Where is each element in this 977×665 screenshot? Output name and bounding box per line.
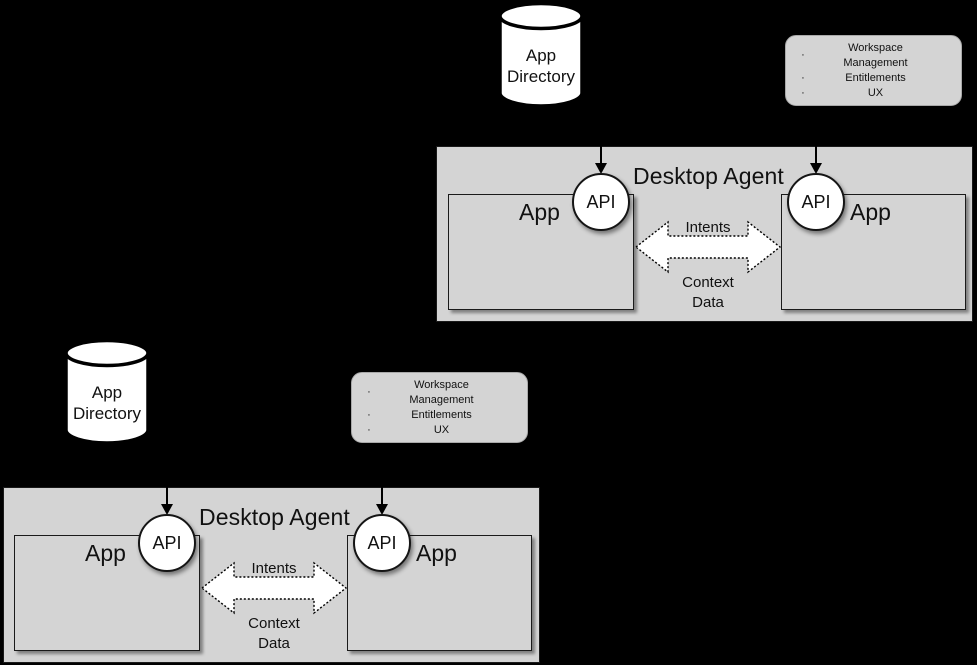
fdc3-diagram-top-right: App Directory · Workspace Management · E…	[0, 0, 977, 330]
bullet-icon: ·	[367, 386, 371, 398]
app-label-right: App	[416, 540, 457, 566]
api-circle-left[interactable]: API	[572, 173, 630, 231]
capability-label: UX	[867, 86, 884, 99]
capability-label: UX	[433, 423, 450, 436]
arrow-capabilities-to-api-right	[376, 453, 388, 515]
intents-context-arrow	[634, 216, 782, 278]
bullet-icon: ·	[801, 86, 805, 99]
flow-label-intents: Intents	[685, 219, 731, 236]
app-label-left: App	[519, 199, 560, 225]
arrow-directory-to-api-left	[595, 112, 607, 174]
app-label-left: App	[85, 540, 126, 566]
flow-label-context-data: Context Data	[682, 274, 734, 311]
app-directory-cylinder: App Directory	[498, 2, 584, 107]
bullet-icon: ·	[801, 49, 805, 61]
intents-context-arrow	[200, 557, 348, 619]
arrow-capabilities-to-api-right	[810, 112, 822, 174]
bullet-icon: ·	[801, 71, 805, 84]
capability-label: Workspace Management	[409, 378, 474, 406]
capability-label: Entitlements	[411, 408, 472, 421]
capabilities-box: · Workspace Management · Entitlements · …	[785, 35, 962, 106]
app-directory-label: App Directory	[72, 383, 141, 423]
flow-label-context-data: Context Data	[248, 615, 300, 652]
list-item: · Entitlements	[786, 71, 961, 86]
list-item: · Workspace Management	[786, 41, 961, 71]
cylinder-shape	[498, 2, 584, 107]
capabilities-box: · Workspace Management · Entitlements · …	[351, 372, 528, 443]
fdc3-diagram-bottom-left: App Directory · Workspace Management · E…	[0, 335, 977, 665]
arrow-directory-to-api-left	[161, 453, 173, 515]
list-item: · UX	[786, 86, 961, 101]
list-item: · Entitlements	[352, 408, 527, 423]
api-circle-left[interactable]: API	[138, 514, 196, 572]
api-circle-right[interactable]: API	[353, 514, 411, 572]
api-circle-right[interactable]: API	[787, 173, 845, 231]
bullet-icon: ·	[367, 408, 371, 421]
list-item: · UX	[352, 423, 527, 438]
bullet-icon: ·	[367, 423, 371, 436]
capability-label: Entitlements	[845, 71, 906, 84]
capability-label: Workspace Management	[843, 41, 908, 69]
app-label-right: App	[850, 199, 891, 225]
app-directory-label: App Directory	[506, 46, 575, 86]
desktop-agent-title: Desktop Agent	[199, 504, 350, 530]
list-item: · Workspace Management	[352, 378, 527, 408]
desktop-agent-title: Desktop Agent	[633, 163, 784, 189]
cylinder-shape	[64, 339, 150, 444]
flow-label-intents: Intents	[251, 560, 297, 577]
app-directory-cylinder: App Directory	[64, 339, 150, 444]
